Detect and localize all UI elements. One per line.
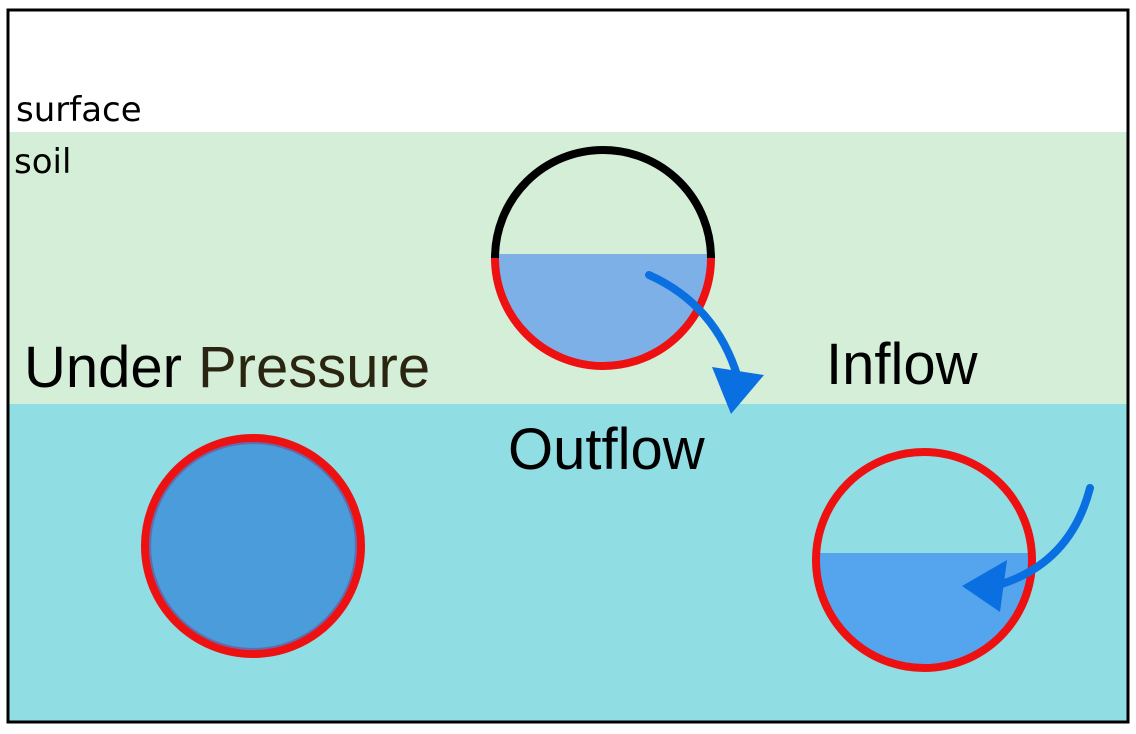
soil-label: soil: [14, 142, 71, 182]
under-pressure-pipe: [141, 434, 365, 658]
under-word: Under: [24, 335, 182, 400]
surface-label: surface: [16, 90, 142, 130]
diagram-frame: [6, 8, 1130, 724]
outflow-pipe-dry-wall: [491, 146, 715, 259]
outflow-label: Outflow: [508, 417, 706, 482]
inflow-label: Inflow: [826, 332, 979, 397]
curved-arrow-down-right-icon: [645, 271, 764, 414]
curved-arrow-left-icon: [962, 484, 1094, 612]
surface-layer: [8, 10, 1128, 132]
pressure-word: Pressure: [198, 335, 430, 400]
